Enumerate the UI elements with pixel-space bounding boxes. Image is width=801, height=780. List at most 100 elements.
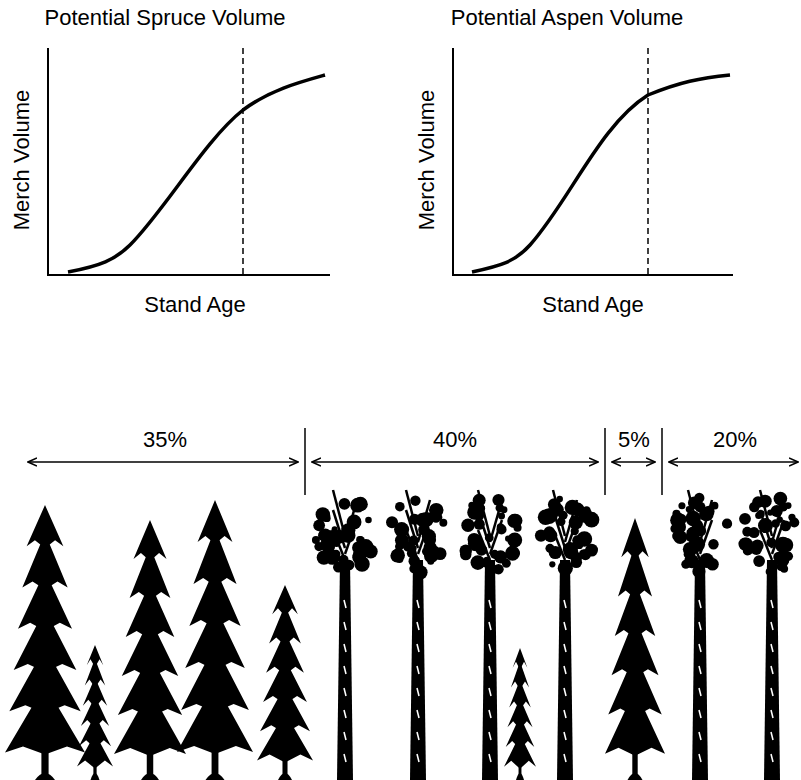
aspen-tree [738,490,799,780]
aspen-trunk [482,560,498,780]
spruce-tree [5,505,85,780]
aspen-branch [490,500,502,542]
bark-mark [771,710,773,718]
aspen-leaves [339,498,351,510]
axis-label: Stand Age [542,292,644,317]
proportion-arrows [28,428,798,495]
aspen-leaves [672,510,680,518]
aspen-leaves [753,555,765,567]
aspen-leaves [493,564,503,574]
bark-mark [417,600,419,608]
aspen-leaves [579,550,587,558]
bark-mark [344,600,346,608]
aspen-leaves [352,541,365,554]
aspen-tree [670,490,732,780]
aspen-branch [345,500,357,542]
aspen-leaves [788,514,795,521]
aspen-branch [760,490,772,536]
percent-label: 5% [618,427,650,452]
aspen-leaves [722,519,732,529]
percent-label: 20% [713,427,757,452]
span-arrow [312,461,598,463]
aspen-leaves [670,525,678,533]
aspen-leaves [365,517,372,524]
growth-curve [472,75,730,272]
bark-mark [771,732,773,740]
aspen-branch [478,490,490,536]
aspen-leaves [410,495,420,505]
aspen-branch [565,500,577,542]
axis-label: Stand Age [144,292,246,317]
bark-mark [489,622,491,630]
aspen-tree [535,490,599,780]
spruce-tree [504,648,536,780]
growth-curve [68,75,325,272]
bark-mark [564,644,566,652]
bark-mark [699,644,701,652]
spruce-tree [257,585,313,780]
bark-mark [489,688,491,696]
bark-mark [771,688,773,696]
aspen-leaves [314,542,323,551]
bark-mark [699,732,701,740]
aspen-leaves [575,541,583,549]
aspen-leaves [395,533,409,547]
aspen-branch [772,500,784,542]
percent-label: 35% [143,427,187,452]
span-arrow [669,461,798,463]
aspen-leaves [316,507,330,521]
aspen-leaves [390,549,403,562]
spruce-tier [77,733,113,768]
bark-mark [344,688,346,696]
axes [48,48,330,275]
aspen-leaves [779,538,794,553]
spruce-tree [605,518,665,780]
bark-mark [417,666,419,674]
bark-mark [417,732,419,740]
spruce-tier [605,689,665,755]
bark-mark [699,754,701,762]
spruce-tier [114,690,186,756]
bark-mark [699,622,701,630]
aspen-chart [453,48,733,275]
bark-mark [564,710,566,718]
aspen-leaves [692,565,705,578]
bark-mark [344,710,346,718]
aspen-branch [418,500,430,542]
aspen-leaves [509,514,523,528]
bark-mark [699,600,701,608]
aspen-branch [688,490,700,536]
bark-mark [564,688,566,696]
bark-mark [771,666,773,674]
chart-title: Potential Aspen Volume [451,5,683,30]
span-arrow [612,461,655,463]
spruce-root [91,773,100,780]
aspen-tree [312,490,378,780]
aspen-leaves [751,539,763,551]
bark-mark [344,666,346,674]
bark-mark [417,622,419,630]
bark-mark [699,666,701,674]
bark-mark [417,710,419,718]
axis-label: Merch Volume [9,90,34,231]
bark-mark [771,644,773,652]
spruce-tier [504,734,536,768]
aspen-leaves [556,496,562,502]
spruce-root [206,773,225,780]
aspen-trunk [410,560,426,780]
aspen-branch [553,490,565,536]
bark-mark [564,754,566,762]
aspen-leaves [356,536,363,543]
aspen-leaves [774,492,788,506]
aspen-leaves [743,547,752,556]
aspen-leaves [350,498,365,513]
aspen-leaves [483,561,489,567]
aspen-leaves [708,539,718,549]
aspen-leaves [432,546,439,553]
bark-mark [344,644,346,652]
rotation-line [647,48,649,275]
aspen-leaves [364,547,372,555]
spruce-tree [77,645,113,780]
aspen-leaves [749,527,760,538]
aspen-leaves [321,509,329,517]
